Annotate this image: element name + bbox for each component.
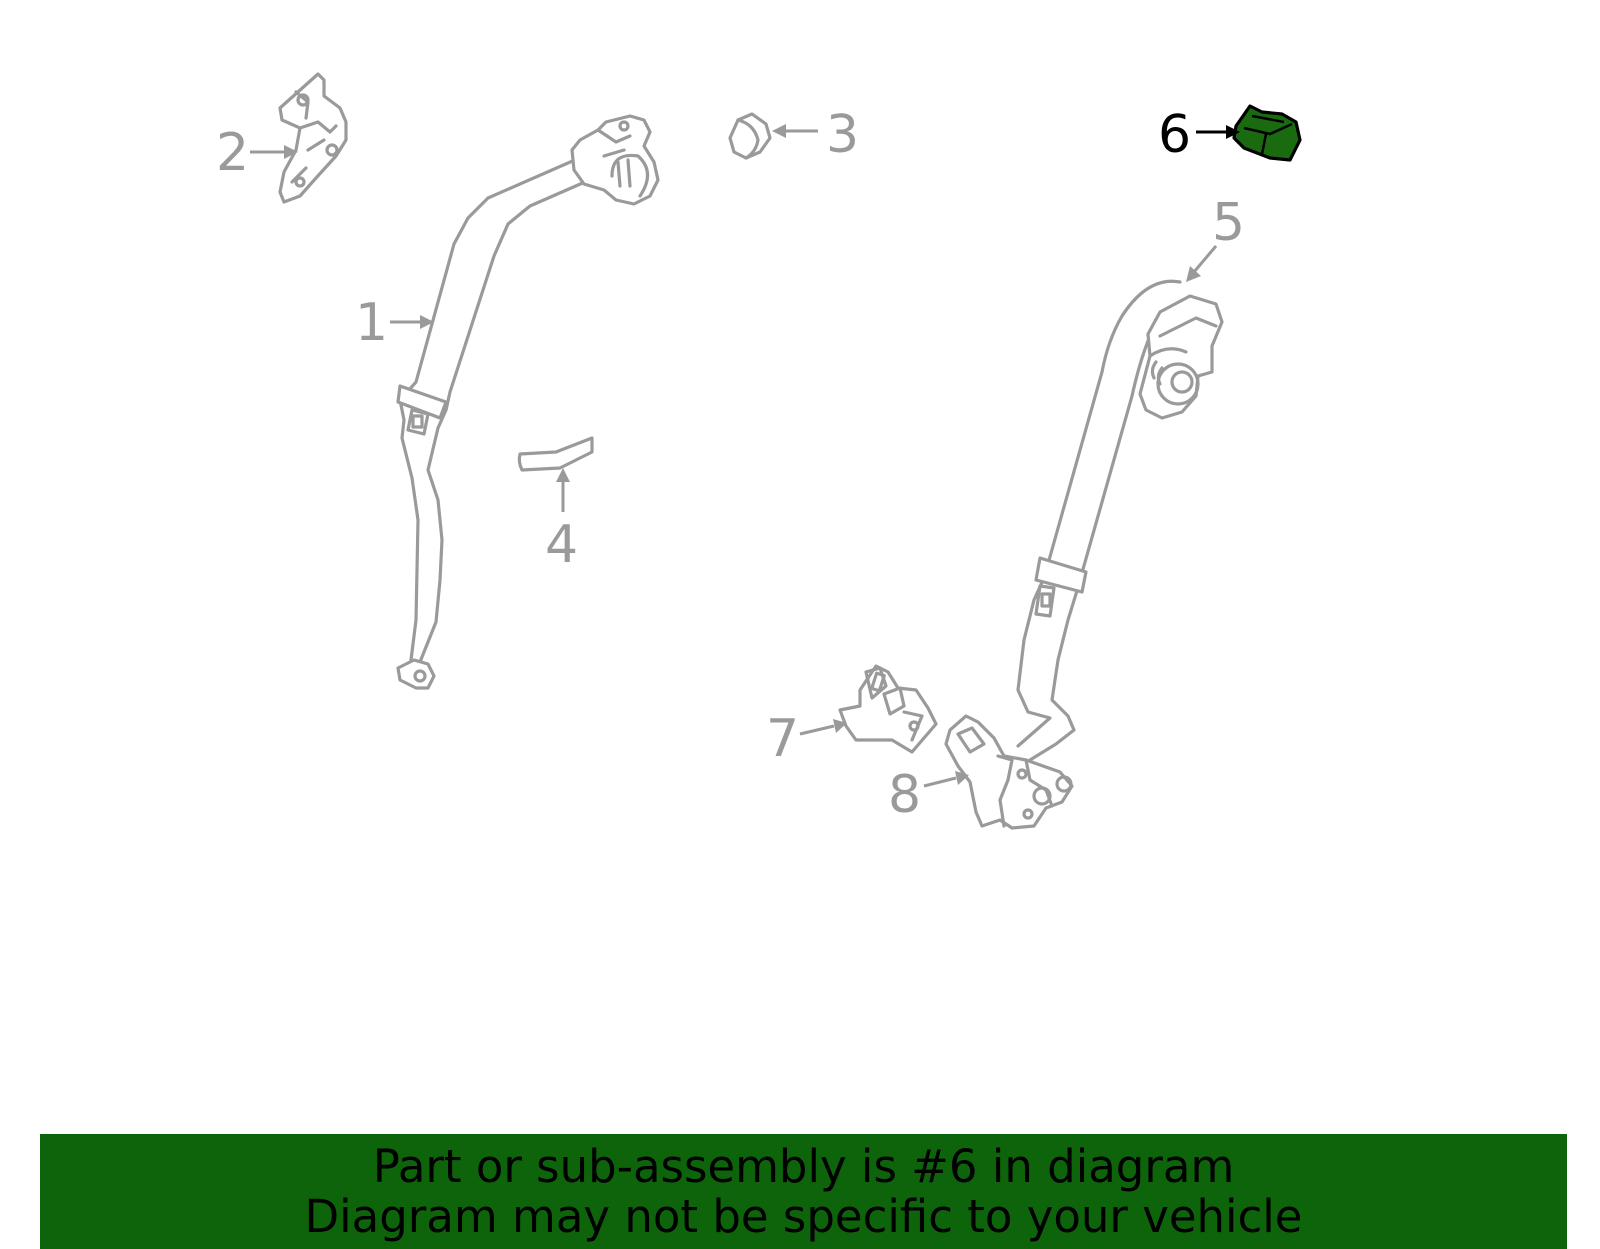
part-1-seat-belt (396, 114, 660, 690)
callout-5: 5 (1186, 193, 1245, 282)
svg-text:8: 8 (888, 765, 921, 825)
svg-text:3: 3 (826, 105, 859, 165)
callout-8: 8 (888, 765, 969, 825)
svg-text:4: 4 (545, 515, 578, 575)
svg-text:5: 5 (1212, 193, 1245, 253)
banner-line-disclaimer: Diagram may not be specific to your vehi… (304, 1189, 1303, 1243)
callout-4: 4 (545, 468, 578, 575)
svg-text:1: 1 (355, 293, 388, 353)
part-8-buckle (944, 714, 1074, 830)
callout-2: 2 (216, 123, 298, 183)
svg-text:7: 7 (766, 709, 799, 769)
callout-1: 1 (355, 293, 434, 353)
part-3-cap (728, 112, 772, 160)
banner-line-part-number: Part or sub-assembly is #6 in diagram (372, 1139, 1235, 1193)
callout-3: 3 (772, 105, 859, 165)
part-4-cover (517, 436, 594, 472)
part-7-buckle (838, 664, 938, 754)
part-2-bracket (278, 72, 348, 204)
callout-6: 6 (1158, 105, 1240, 165)
info-banner: Part or sub-assembly is #6 in diagram Di… (40, 1134, 1567, 1249)
svg-text:2: 2 (216, 123, 249, 183)
part-5-seat-belt (1016, 279, 1224, 762)
svg-text:6: 6 (1158, 105, 1191, 165)
callout-7: 7 (766, 709, 847, 769)
part-6-highlighted (1232, 104, 1302, 162)
